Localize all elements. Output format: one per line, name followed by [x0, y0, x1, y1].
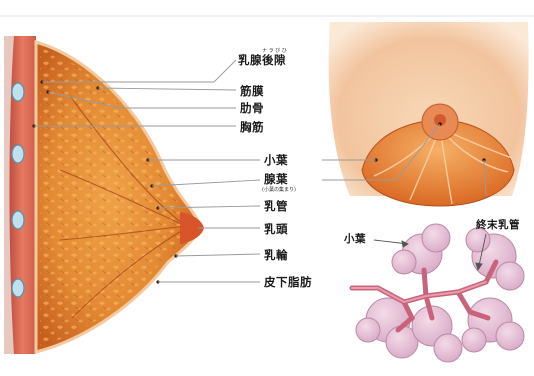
- label-duct: 乳管: [264, 199, 288, 213]
- label-pectoral-muscle: 胸筋: [240, 120, 264, 134]
- label-lobe: 腺葉: [264, 172, 288, 186]
- label-inset-terminal-duct: 終末乳管: [476, 218, 520, 232]
- label-lobe-sub: (小葉の集まり): [262, 187, 296, 193]
- label-inset-lobule: 小葉: [344, 232, 366, 246]
- label-ribs: 肋骨: [240, 101, 264, 115]
- pectoral-muscle: [10, 36, 37, 354]
- sagittal-section: [4, 36, 260, 354]
- frontal-view: [322, 22, 529, 206]
- label-lobule: 小葉: [264, 153, 288, 167]
- label-fascia: 筋膜: [240, 84, 264, 98]
- label-areola: 乳輪: [264, 248, 288, 262]
- lobule-inset: [352, 224, 524, 362]
- label-subcutaneous-fat: 皮下脂肪: [264, 275, 312, 289]
- fat-texture: [40, 48, 194, 346]
- label-nipple: 乳頭: [264, 222, 288, 236]
- label-retromammary-space: 乳腺後隙: [238, 53, 286, 67]
